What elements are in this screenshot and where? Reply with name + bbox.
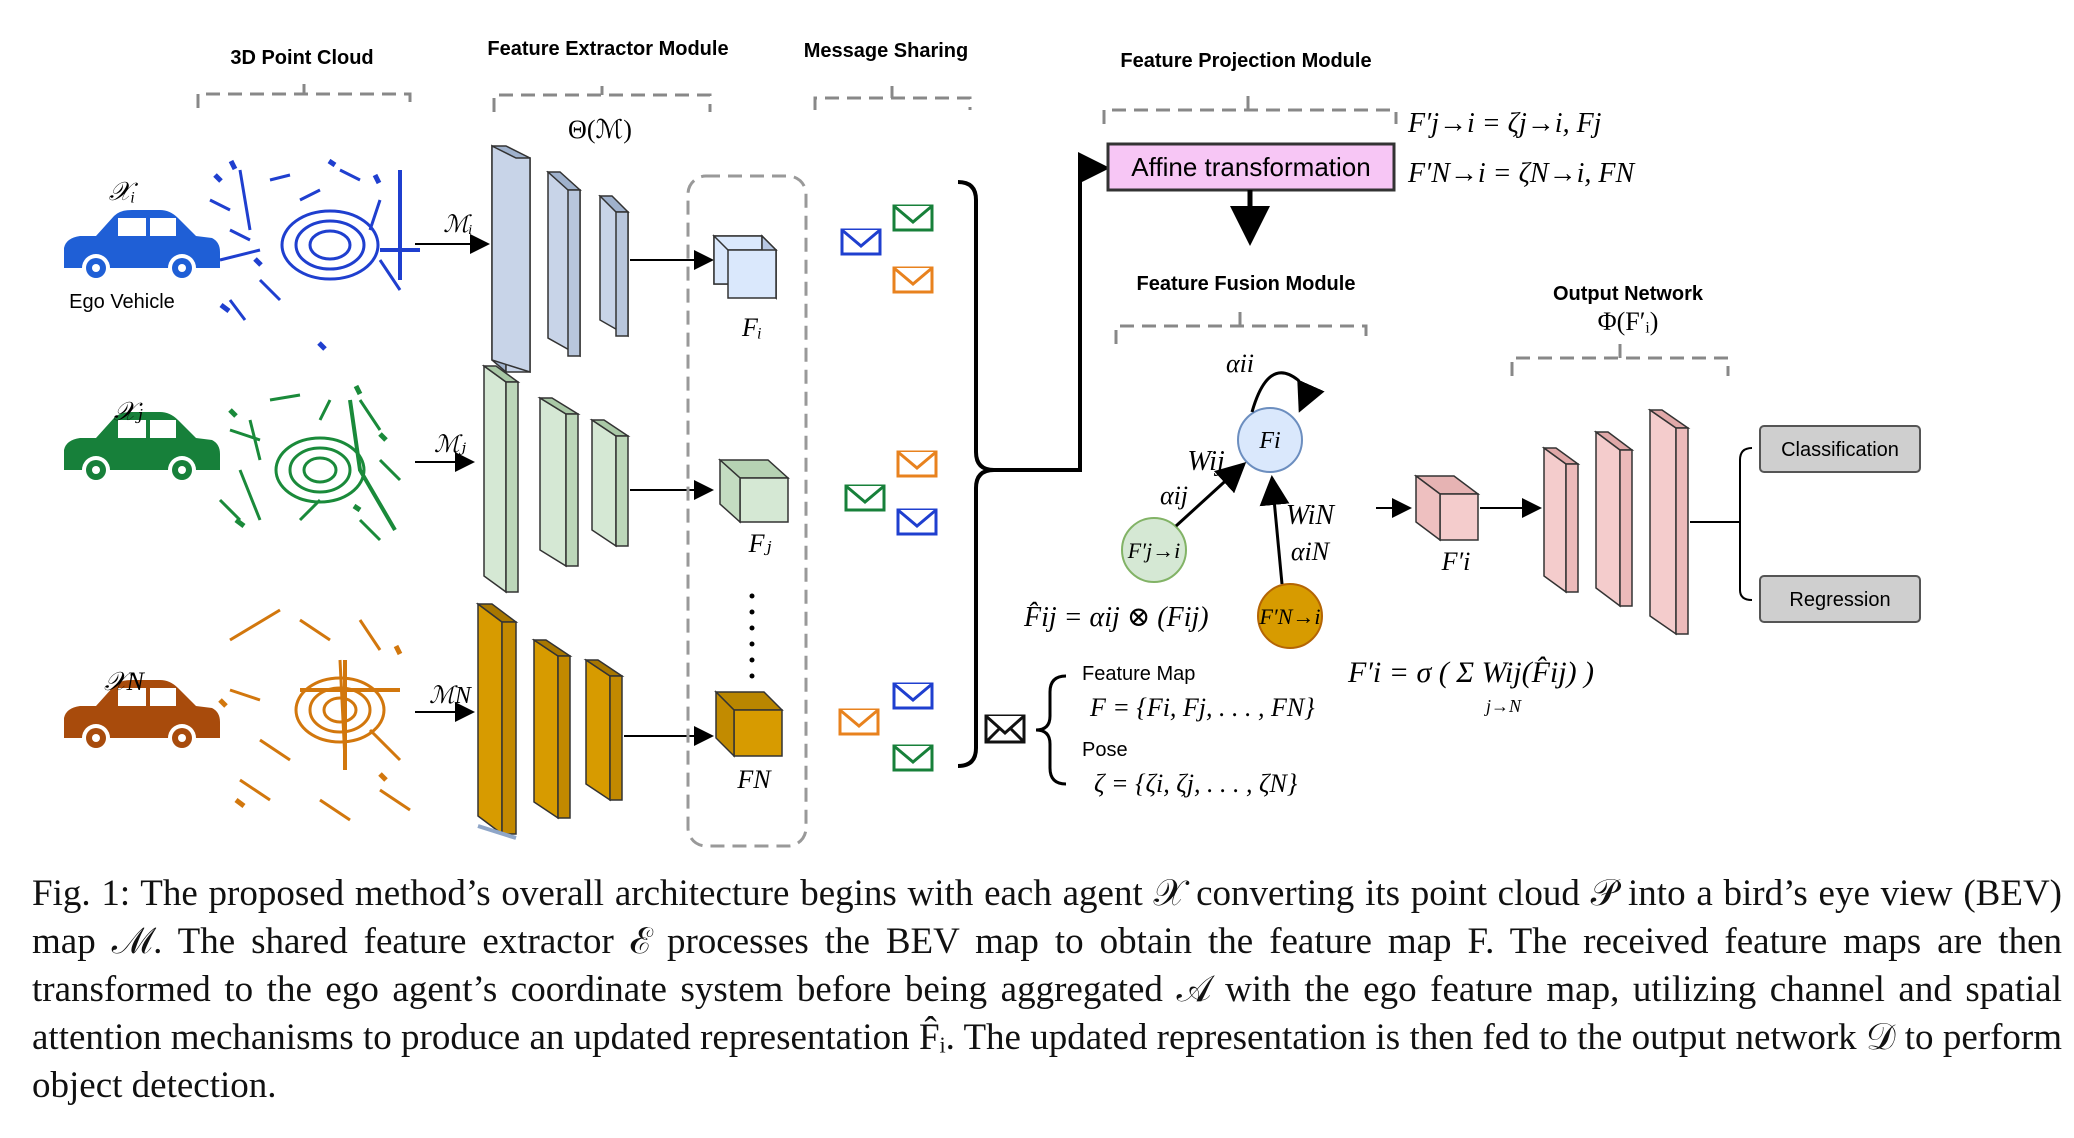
- feature-map-label: Feature Map: [1082, 663, 1195, 685]
- envelope-icons: [838, 204, 1026, 772]
- final-eq: F′i = σ ( Σ Wij(F̂ij) ): [1347, 656, 1594, 689]
- bev-label-n: ℳN: [429, 683, 473, 709]
- svg-text:Feature Fusion Module: Feature Fusion Module: [1137, 273, 1356, 295]
- phi-label: Φ(F′ᵢ): [1598, 307, 1659, 336]
- bev-label-j: ℳⱼ: [434, 432, 467, 458]
- extractor-layers-n: [475, 602, 625, 840]
- feature-cube-n: [714, 690, 784, 758]
- extractor-layers-j: [481, 364, 631, 594]
- fusion-hat-eq: F̂ij = αij ⊗ (Fij): [1023, 602, 1209, 633]
- regression-label: Regression: [1789, 589, 1890, 611]
- message-brace: [957, 180, 995, 768]
- info-bracket: [1035, 674, 1067, 786]
- caption-line-5: network 𝒟 to perform object detection.: [32, 1017, 2063, 1106]
- projection-eq-n: F′N→i = ζN→i, FN: [1407, 158, 1635, 189]
- feature-label-j: Fⱼ: [748, 529, 772, 558]
- classification-label: Classification: [1781, 439, 1899, 461]
- pose-set-eq: ζ = {ζi, ζj, . . . , ζN}: [1094, 769, 1298, 798]
- head-split: [1690, 447, 1753, 601]
- input-arrows: [415, 234, 490, 722]
- final-eq-sub: j→N: [1484, 696, 1522, 716]
- svg-text:Output Network: Output Network: [1553, 283, 1704, 305]
- node-fn: [1257, 583, 1323, 649]
- classification-box: [1759, 425, 1921, 473]
- feature-cube-i: [712, 234, 778, 300]
- svg-text:αiN: αiN: [1291, 537, 1331, 566]
- caption-line-3: are then transformed to the ego agent’s …: [32, 921, 2062, 1010]
- node-fi: [1237, 407, 1303, 473]
- svg-text:Feature Projection Module: Feature Projection Module: [1120, 50, 1371, 72]
- edge-j-to-i: [1174, 461, 1247, 528]
- edge-n-to-i: [1259, 475, 1290, 585]
- svg-text:WiN: WiN: [1286, 500, 1336, 531]
- title-projection: Feature Projection Module: [1102, 50, 1398, 124]
- brace-to-affine-arrow: [994, 152, 1110, 472]
- point-cloud-j: [218, 384, 402, 542]
- point-cloud-i: [209, 158, 420, 351]
- svg-text:αij: αij: [1160, 481, 1188, 510]
- output-input-label: F′i: [1441, 547, 1471, 576]
- fusion-graph: Fi αii F′j→i Wij αij F′N→i WiN αiN F̂ij …: [1023, 349, 1336, 649]
- caption-line-2: (BEV) map ℳ. The shared feature extracto…: [32, 873, 2063, 962]
- svg-text:F′N→i: F′N→i: [1258, 604, 1320, 629]
- theta-label: Θ(ℳ): [568, 115, 632, 144]
- feature-label-i: Fᵢ: [741, 313, 762, 342]
- feature-label-n: FN: [736, 765, 772, 794]
- caption-line-1: Fig. 1: The proposed method’s overall ar…: [32, 873, 1953, 914]
- pose-label: Pose: [1082, 739, 1128, 761]
- title-fusion: Feature Fusion Module: [1114, 273, 1368, 344]
- svg-text:Wij: Wij: [1187, 446, 1225, 477]
- figure-caption: Fig. 1: The proposed method’s overall ar…: [32, 870, 2062, 1110]
- feature-arrows: [624, 250, 714, 746]
- ego-vehicle-label: Ego Vehicle: [69, 291, 175, 313]
- architecture-diagram: 3D Point Cloud Feature Extractor Module …: [64, 38, 1921, 848]
- point-cloud-n: [218, 608, 411, 822]
- regression-box: [1759, 575, 1921, 623]
- svg-text:αii: αii: [1226, 349, 1254, 378]
- svg-text:Message Sharing: Message Sharing: [804, 40, 969, 62]
- title-message-sharing: Message Sharing: [804, 40, 972, 110]
- feature-cube-j: [718, 458, 790, 524]
- node-fj: [1121, 517, 1187, 583]
- feature-set-eq: F = {Fi, Fj, . . . , FN}: [1089, 693, 1315, 722]
- caption-line-4: and spatial attention mechanisms to prod…: [32, 969, 2062, 1058]
- agent-label-n: 𝒳N: [104, 667, 145, 696]
- self-loop-arrow: [1250, 371, 1325, 413]
- output-input-cube: [1413, 474, 1481, 542]
- svg-text:F′j→i: F′j→i: [1127, 538, 1180, 563]
- title-point-cloud: 3D Point Cloud: [196, 47, 412, 108]
- feature-maps-container: [686, 174, 808, 848]
- svg-text:3D Point Cloud: 3D Point Cloud: [230, 47, 373, 69]
- title-feature-extractor: Feature Extractor Module Θ(ℳ): [487, 38, 728, 144]
- title-output: Output Network Φ(F′ᵢ): [1510, 283, 1730, 376]
- car-icon-n: [64, 680, 220, 752]
- affine-label: Affine transformation: [1131, 152, 1370, 182]
- car-icon-j: [64, 412, 220, 484]
- agent-label-i: 𝒳ᵢ: [109, 177, 139, 206]
- car-icon-ego: [64, 210, 220, 282]
- svg-text:Fi: Fi: [1258, 428, 1280, 454]
- svg-text:Feature Extractor Module: Feature Extractor Module: [487, 38, 728, 60]
- ellipsis-dots: [749, 593, 755, 679]
- bev-label-i: ℳᵢ: [443, 212, 472, 238]
- extractor-layers-i: [491, 144, 630, 374]
- agent-label-j: 𝒳ⱼ: [113, 397, 143, 426]
- output-layers: [1541, 408, 1691, 636]
- projection-eq-j: F′j→i = ζj→i, Fj: [1407, 108, 1602, 139]
